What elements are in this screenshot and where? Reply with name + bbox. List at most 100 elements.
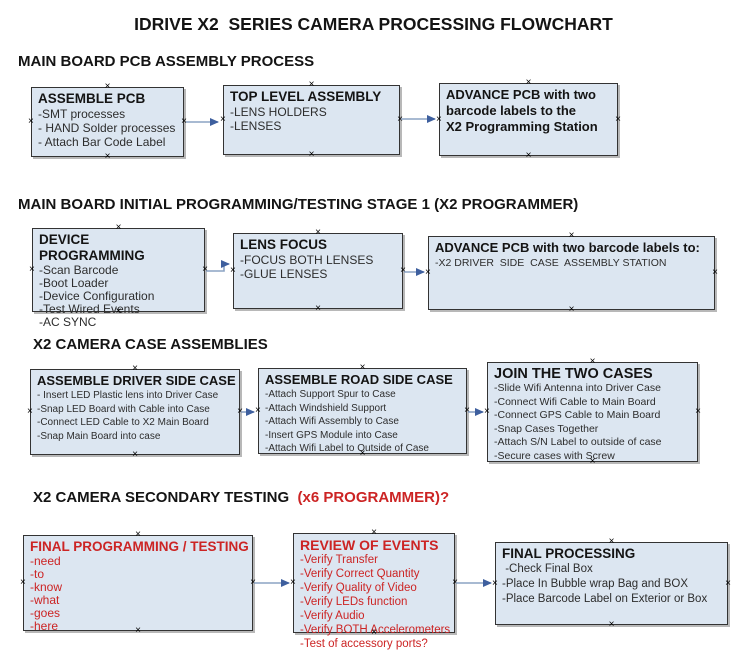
anchor-icon: × <box>230 265 236 276</box>
box-line: -Snap Main Board into case <box>37 430 161 442</box>
flow-box-top-level-assembly: TOP LEVEL ASSEMBLY -LENS HOLDERS-LENSES … <box>220 80 403 160</box>
box-line: -Place Barcode Label on Exterior or Box <box>502 593 708 605</box>
page-title: IDRIVE X2 SERIES CAMERA PROCESSING FLOWC… <box>134 14 613 34</box>
anchor-icon: × <box>250 577 256 588</box>
box-line: - HAND Solder processes <box>38 121 176 135</box>
flow-box-assemble-road-side-case: ASSEMBLE ROAD SIDE CASE -Attach Support … <box>255 363 470 459</box>
box-lines: -Scan Barcode-Boot Loader-Device Configu… <box>39 264 198 329</box>
anchor-icon: × <box>315 303 321 314</box>
flow-box-assemble-driver-side-case: ASSEMBLE DRIVER SIDE CASE - Insert LED P… <box>27 364 243 460</box>
box-lines: -SMT processes- HAND Solder processes- A… <box>38 107 177 149</box>
box-line: -Attach S/N Label to outside of case <box>494 436 662 448</box>
box-line: -FOCUS BOTH LENSES <box>240 253 374 267</box>
box-lines: -need-to-know-what-goes-here <box>30 555 246 633</box>
flow-box-advance-pcb-to-case-assembly: ADVANCE PCB with two barcode labels to: … <box>425 231 718 315</box>
box-lines: -Slide Wifi Antenna into Driver Case-Con… <box>494 382 691 463</box>
anchor-icon: × <box>452 577 458 588</box>
anchor-icon: × <box>525 150 532 161</box>
anchor-icon: × <box>220 114 226 125</box>
anchor-icon: × <box>492 577 498 589</box>
section-heading-case-assemblies: X2 CAMERA CASE ASSEMBLIES <box>33 336 268 353</box>
anchor-icon: × <box>104 81 111 92</box>
anchor-icon: × <box>290 577 296 588</box>
box-line: -Attach Wifi Assembly to Case <box>265 416 399 427</box>
box-line: -SMT processes <box>38 107 126 121</box>
box-lines: -LENS HOLDERS-LENSES <box>230 105 393 133</box>
box-line: -Check Final Box <box>502 563 593 575</box>
box-lines: -Attach Support Spur to Case-Attach Wind… <box>265 388 460 456</box>
anchor-icon: × <box>725 577 731 589</box>
box-line: -know <box>30 580 63 594</box>
box-line: -Boot Loader <box>39 276 109 290</box>
anchor-icon: × <box>615 113 621 125</box>
box-title: LENS FOCUS <box>240 237 328 252</box>
box-line: -Scan Barcode <box>39 263 119 277</box>
anchor-icon: × <box>589 356 596 367</box>
box-line: -Attach Wifi Label to Outside of Case <box>265 443 429 454</box>
box-title: ASSEMBLE PCB <box>38 91 146 106</box>
section-heading-pcb-assembly: MAIN BOARD PCB ASSEMBLY PROCESS <box>18 53 315 70</box>
box-line: -Test of accessory ports? <box>300 638 428 650</box>
anchor-icon: × <box>181 116 187 127</box>
box-line: -Verify Correct Quantity <box>300 568 420 580</box>
flow-box-advance-pcb-to-programming-station: ADVANCE PCB with two barcode labels to t… <box>436 78 621 161</box>
anchor-icon: × <box>132 449 138 460</box>
section-heading-red-part: (x6 PROGRAMMER)? <box>289 489 450 506</box>
anchor-icon: × <box>436 113 442 125</box>
box-line: -Insert GPS Module into Case <box>265 429 398 441</box>
anchor-icon: × <box>525 77 532 88</box>
anchor-icon: × <box>132 363 138 374</box>
box-line: -AC SYNC <box>39 315 97 329</box>
box-line: - Attach Bar Code Label <box>38 135 166 149</box>
box-line: -X2 DRIVER SIDE CASE ASSEMBLY STATION <box>435 257 667 269</box>
box-line: -need <box>30 554 61 568</box>
anchor-icon: × <box>237 406 243 417</box>
box-line: -here <box>30 619 59 633</box>
box-lines: -Check Final Box-Place In Bubble wrap Ba… <box>502 562 721 607</box>
box-line: -LENS HOLDERS <box>230 105 327 119</box>
section-heading-secondary-testing: X2 CAMERA SECONDARY TESTING (x6 PROGRAMM… <box>33 489 449 506</box>
anchor-icon: × <box>400 265 406 276</box>
anchor-icon: × <box>202 264 208 275</box>
anchor-icon: × <box>308 149 315 160</box>
box-title: FINAL PROCESSING <box>502 546 636 561</box>
box-line: -Device Configuration <box>39 289 155 303</box>
box-line: - Insert LED Plastic lens into Driver Ca… <box>37 390 219 401</box>
box-lines: - Insert LED Plastic lens into Driver Ca… <box>37 389 233 443</box>
box-lines: -Verify Transfer -Verify Correct Quantity… <box>300 553 451 651</box>
box-line: -Connect LED Cable to X2 Main Board <box>37 417 209 428</box>
flow-box-lens-focus: LENS FOCUS -FOCUS BOTH LENSES-GLUE LENSE… <box>230 228 406 314</box>
anchor-icon: × <box>27 406 33 417</box>
anchor-icon: × <box>568 304 575 315</box>
anchor-icon: × <box>484 406 490 417</box>
box-line: -LENSES <box>230 119 282 133</box>
box-line: -Attach Windshield Support <box>265 402 387 414</box>
flow-box-join-the-two-cases: JOIN THE TWO CASES -Slide Wifi Antenna i… <box>484 357 701 467</box>
box-line: -Verify LEDs function <box>300 596 408 608</box>
box-line: -Verify BOTH Accelerometers <box>300 624 451 636</box>
flow-box-final-processing: FINAL PROCESSING -Check Final Box-Place … <box>492 537 731 630</box>
flow-box-review-of-events: REVIEW OF EVENTS -Verify Transfer-Verify… <box>290 528 458 651</box>
box-title: ADVANCE PCB with two barcode labels to t… <box>446 87 598 134</box>
anchor-icon: × <box>695 406 701 417</box>
box-line: -to <box>30 567 45 581</box>
anchor-icon: × <box>115 222 122 233</box>
anchor-icon: × <box>135 529 141 540</box>
box-line: -what <box>30 593 60 607</box>
box-title: ADVANCE PCB with two barcode labels to: <box>435 240 700 255</box>
box-title: ASSEMBLE DRIVER SIDE CASE <box>37 373 236 388</box>
anchor-icon: × <box>397 114 403 125</box>
flow-box-assemble-pcb: ASSEMBLE PCB -SMT processes- HAND Solder… <box>28 82 187 162</box>
anchor-icon: × <box>608 536 615 547</box>
box-line: -GLUE LENSES <box>240 267 328 281</box>
anchor-icon: × <box>29 264 35 275</box>
section-heading-black-part: X2 CAMERA SECONDARY TESTING <box>33 489 290 506</box>
box-line: -Verify Transfer <box>300 554 378 566</box>
box-lines: -FOCUS BOTH LENSES-GLUE LENSES <box>240 253 396 281</box>
box-line: -Test Wired Events <box>39 302 140 316</box>
anchor-icon: × <box>20 577 26 588</box>
box-line: -Verify Audio <box>300 610 365 622</box>
box-line: -Snap Cases Together <box>494 422 599 435</box>
anchor-icon: × <box>28 116 34 127</box>
